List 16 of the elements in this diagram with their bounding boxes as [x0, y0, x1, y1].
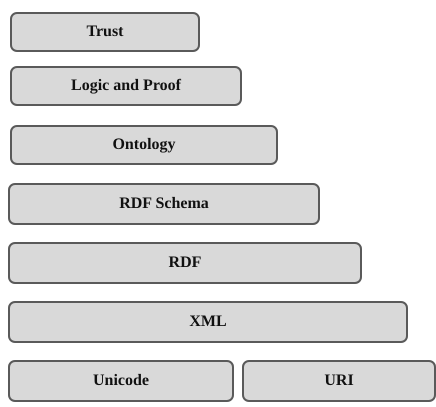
- layer-label: RDF Schema: [119, 195, 209, 213]
- layer-label: RDF: [168, 254, 202, 272]
- layer-label: Unicode: [93, 372, 149, 390]
- layer-label: XML: [189, 313, 227, 331]
- layer-box: [8, 301, 408, 343]
- layer-box: [8, 360, 234, 402]
- layer-box: [242, 360, 436, 402]
- layer-box: [10, 66, 242, 106]
- layer-label: Logic and Proof: [71, 77, 181, 95]
- layer-box: [8, 183, 320, 225]
- layer-box: [10, 125, 278, 165]
- layer-box: [8, 242, 362, 284]
- layer-label: Ontology: [112, 136, 176, 154]
- layer-label: URI: [324, 372, 354, 390]
- layer-box: [10, 12, 200, 52]
- layer-label: Trust: [86, 23, 124, 41]
